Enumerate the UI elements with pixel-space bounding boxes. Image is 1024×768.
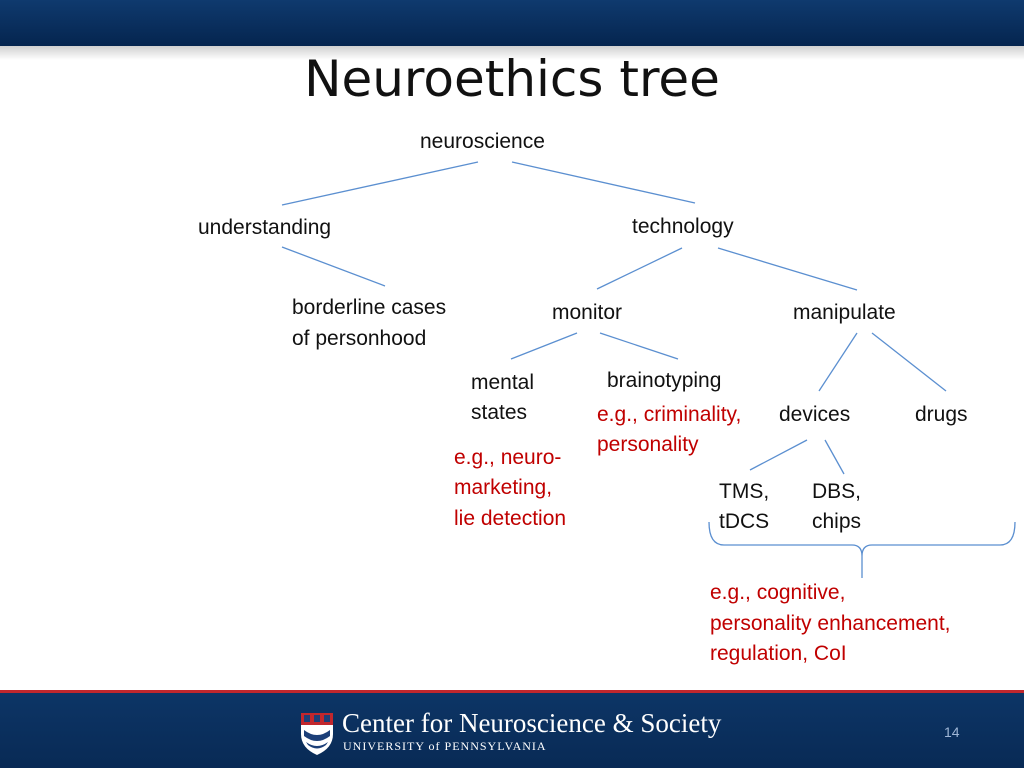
edge-neuroscience-understanding — [281, 161, 479, 206]
node-mental-line2: states — [471, 401, 528, 424]
example-mental-line3: lie detection — [454, 507, 567, 530]
node-drugs: drugs — [915, 403, 968, 426]
node-understanding: understanding — [198, 216, 332, 239]
footer-band — [0, 690, 1024, 768]
page-number: 14 — [944, 724, 960, 740]
node-borderline-line1: borderline cases — [292, 296, 447, 319]
edge-manipulate-drugs — [871, 332, 947, 392]
node-devices: devices — [779, 403, 851, 426]
node-tms-line2: tDCS — [719, 510, 770, 533]
example-mental-line1: e.g., neuro- — [454, 446, 562, 469]
edge-understanding-borderline — [281, 246, 386, 287]
edge-monitor-mental — [510, 332, 578, 360]
example-mental-line2: marketing, — [454, 476, 553, 499]
example-enhancement-line3: regulation, CoI — [710, 642, 847, 665]
node-technology: technology — [632, 215, 734, 238]
edge-monitor-brainotyping — [599, 332, 679, 360]
edge-manipulate-devices — [818, 332, 858, 392]
node-mental-line1: mental — [471, 371, 535, 394]
node-manipulate: manipulate — [793, 301, 896, 324]
edge-devices-dbs — [824, 439, 845, 475]
example-brainotyping-line1: e.g., criminality, — [597, 403, 742, 426]
penn-shield-logo — [301, 713, 333, 755]
example-enhancement-line1: e.g., cognitive, — [710, 581, 846, 604]
node-neuroscience: neuroscience — [420, 130, 545, 153]
node-dbs-line2: chips — [812, 510, 862, 533]
node-monitor: monitor — [552, 301, 623, 324]
node-brainotyping: brainotyping — [607, 369, 722, 392]
header-band — [0, 0, 1024, 46]
header-shadow — [0, 46, 1024, 60]
example-enhancement-line2: personality enhancement, — [710, 612, 951, 635]
footer-center-name: Center for Neuroscience & Society — [342, 708, 722, 738]
node-dbs-line1: DBS, — [812, 480, 862, 503]
example-brainotyping-line2: personality — [597, 433, 699, 456]
slide-title: Neuroethics tree — [304, 50, 720, 108]
edge-technology-manipulate — [717, 247, 858, 291]
footer-university: UNIVERSITY of PENNSYLVANIA — [343, 739, 547, 753]
edge-technology-monitor — [596, 247, 683, 290]
node-tms-line1: TMS, — [719, 480, 770, 503]
edge-devices-tms — [749, 439, 808, 471]
node-borderline-line2: of personhood — [292, 327, 427, 350]
edge-neuroscience-technology — [511, 161, 696, 204]
